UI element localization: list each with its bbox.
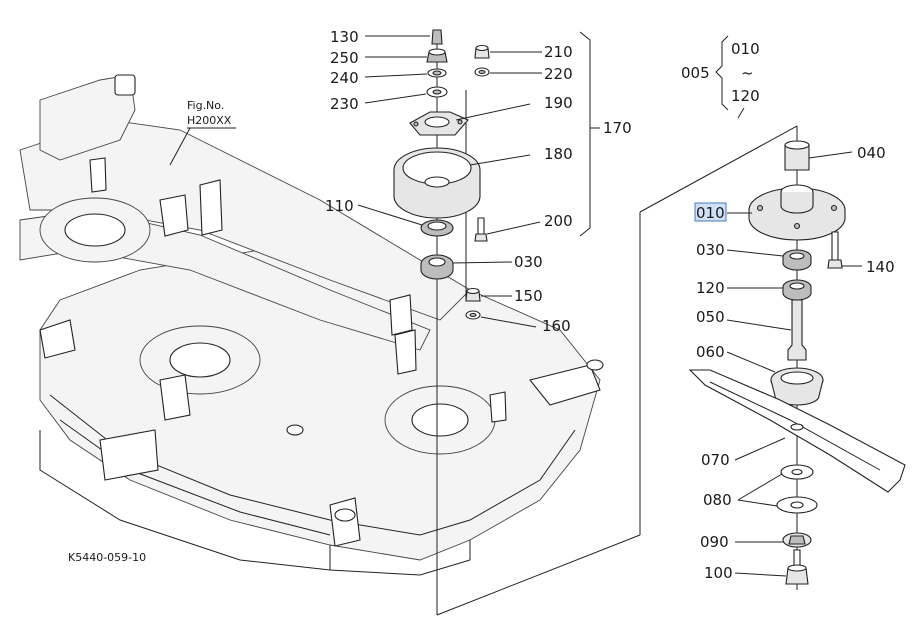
- callout-110: 110: [325, 197, 354, 215]
- callout-150: 150: [514, 287, 543, 305]
- drawing-code: K5440-059-10: [68, 551, 146, 564]
- range-group: 005 010 ~ 120: [681, 35, 760, 119]
- callout-240: 240: [330, 69, 359, 87]
- callout-130: 130: [330, 28, 359, 46]
- group-label-170: 170: [603, 119, 632, 137]
- callout-080: 080: [703, 491, 732, 509]
- range-label-005: 005: [681, 64, 710, 82]
- callout-140: 140: [866, 258, 895, 276]
- callout-030-right: 030: [696, 241, 725, 259]
- range-start-010: 010: [731, 40, 760, 58]
- right-callouts: 040 010 030 140 120 050 060 070 080 090 …: [694, 144, 895, 582]
- fig-label-line1: Fig.No.: [187, 99, 224, 112]
- callout-030-left: 030: [514, 253, 543, 271]
- callout-050: 050: [696, 308, 725, 326]
- range-tilde: ~: [741, 64, 754, 82]
- callout-090: 090: [700, 533, 729, 551]
- callout-160: 160: [542, 317, 571, 335]
- left-pulley-assembly: [357, 29, 600, 420]
- callout-220: 220: [544, 65, 573, 83]
- left-callouts: 130 250 240 230 210 220 190 180 110 200 …: [325, 28, 632, 335]
- callout-010-highlighted[interactable]: 010: [696, 204, 725, 222]
- callout-190: 190: [544, 94, 573, 112]
- callout-120: 120: [696, 279, 725, 297]
- callout-200: 200: [544, 212, 573, 230]
- mower-deck-frame: [19, 74, 604, 576]
- callout-210: 210: [544, 43, 573, 61]
- highlight-010: [694, 202, 727, 222]
- callout-230: 230: [330, 95, 359, 113]
- fig-label-line2: H200XX: [187, 114, 232, 127]
- right-spindle-assembly: [688, 140, 906, 590]
- callout-250: 250: [330, 49, 359, 67]
- figure-reference: Fig.No. H200XX: [169, 99, 236, 166]
- range-end-120: 120: [731, 87, 760, 105]
- callout-070: 070: [701, 451, 730, 469]
- callout-060: 060: [696, 343, 725, 361]
- callout-180: 180: [544, 145, 573, 163]
- callout-100: 100: [704, 564, 733, 582]
- callout-040: 040: [857, 144, 886, 162]
